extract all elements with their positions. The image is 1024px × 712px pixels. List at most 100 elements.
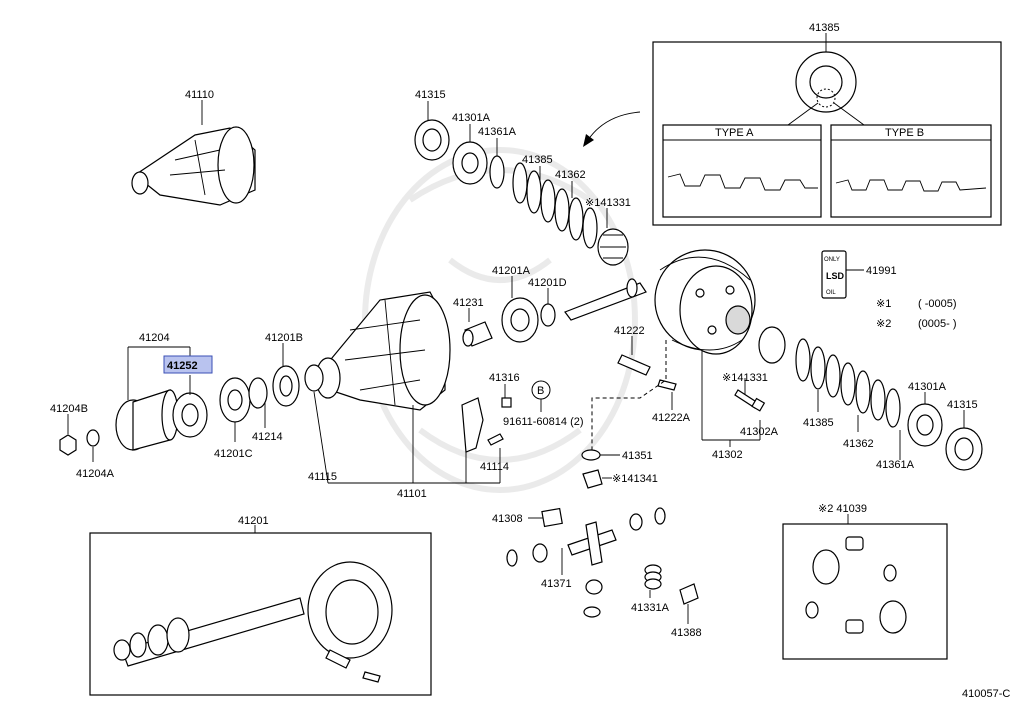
side-gear-141331-top[interactable] [597, 228, 629, 266]
ring-pinion-box-41201: 41201 [89, 515, 432, 696]
callout-41302[interactable]: 41302 [712, 449, 743, 461]
callout-41204B[interactable]: 41204B [50, 403, 88, 415]
circle-marker-label: B [537, 385, 544, 397]
flange-41204[interactable] [115, 389, 179, 451]
callout-141341[interactable]: ※141341 [612, 473, 658, 485]
callout-41331A[interactable]: 41331A [631, 602, 670, 614]
note-2-text: (0005- ) [918, 318, 957, 330]
type-b-label: TYPE B [885, 127, 924, 139]
callout-141331-top[interactable]: ※141331 [585, 197, 631, 209]
type-a-panel [662, 124, 822, 218]
callout-41301A-right[interactable]: 41301A [908, 381, 947, 393]
washer-41361A-top[interactable] [489, 155, 505, 189]
callout-41315-right[interactable]: 41315 [947, 399, 978, 411]
callout-41114[interactable]: 41114 [480, 461, 509, 473]
callout-141331-right[interactable]: ※141331 [722, 372, 768, 384]
callout-41302A[interactable]: 41302A [740, 426, 779, 438]
bearing-41201C[interactable] [219, 377, 251, 423]
callout-41361A-top[interactable]: 41361A [478, 126, 517, 138]
spring-41331A[interactable] [644, 564, 662, 590]
bolt-41302A[interactable] [734, 389, 766, 412]
washer-41351[interactable] [581, 449, 601, 461]
bearing-41201A[interactable] [501, 297, 539, 343]
differential-case-41302[interactable] [654, 249, 756, 355]
callout-41315-top[interactable]: 41315 [415, 89, 446, 101]
bolt-41222A[interactable] [657, 379, 677, 391]
callout-41385-right[interactable]: 41385 [803, 417, 834, 429]
carrier-41101[interactable] [315, 291, 451, 411]
callout-41301A-top[interactable]: 41301A [452, 112, 491, 124]
callout-41110[interactable]: 41110 [185, 89, 214, 101]
callout-41388[interactable]: 41388 [671, 627, 702, 639]
axle-shaft[interactable] [564, 278, 647, 321]
bearing-41315-top[interactable] [414, 119, 450, 161]
ring-gear-set-41201[interactable] [113, 561, 393, 683]
plate-41222[interactable] [617, 354, 651, 376]
lsd-oil-plate-41991[interactable]: ONLY LSD OIL [821, 250, 847, 299]
right-side-gear[interactable] [758, 326, 786, 364]
callout-41991[interactable]: 41991 [866, 265, 897, 277]
callout-41039[interactable]: ※2 41039 [818, 503, 867, 515]
callout-41115[interactable]: 41115 [308, 471, 337, 483]
callout-41351[interactable]: 41351 [622, 450, 653, 462]
drawing-number: 410057-C [962, 688, 1010, 700]
washer-41201D[interactable] [540, 303, 556, 327]
callout-41371[interactable]: 41371 [541, 578, 572, 590]
callout-41361A-right[interactable]: 41361A [876, 459, 915, 471]
callout-41204A[interactable]: 41204A [76, 468, 115, 480]
callout-41201[interactable]: 41201 [238, 515, 269, 527]
type-b-profile [835, 179, 987, 192]
callout-41362-top[interactable]: 41362 [555, 169, 586, 181]
callout-41101[interactable]: 41101 [397, 488, 427, 500]
highlight-41252 [163, 355, 213, 374]
callout-41222[interactable]: 41222 [614, 325, 645, 337]
nut-41204B[interactable] [59, 434, 77, 456]
washer-41204A[interactable] [86, 429, 100, 447]
pinion-gear-141341[interactable] [582, 469, 603, 489]
bearing-41301A-top[interactable] [452, 141, 488, 185]
bearing-41301A-right[interactable] [907, 403, 943, 447]
plate-41388[interactable] [679, 583, 699, 605]
block-41308[interactable] [541, 507, 563, 528]
callout-41252[interactable]: 41252 [167, 360, 198, 372]
spacer-41231[interactable] [462, 321, 493, 347]
clutch-discs-top[interactable] [512, 162, 598, 249]
pinion-shaft-cross[interactable] [567, 521, 617, 566]
callout-41362-right[interactable]: 41362 [843, 438, 874, 450]
inset-arrow [587, 111, 641, 141]
note-1-text: ( -0005) [918, 298, 957, 310]
clutch-discs-right[interactable] [795, 338, 901, 428]
note-2-mark: ※2 [876, 318, 891, 330]
callout-41385-top[interactable]: 41385 [522, 154, 553, 166]
callout-41201D[interactable]: 41201D [528, 277, 567, 289]
lsd-plate-middle: LSD [826, 271, 845, 281]
callout-41316[interactable]: 41316 [489, 372, 520, 384]
inset-disc-hub [809, 65, 843, 99]
housing-41110[interactable] [131, 126, 256, 206]
lsd-plate-top: ONLY [824, 257, 840, 263]
callout-41385-inset[interactable]: 41385 [809, 22, 840, 34]
callout-41308[interactable]: 41308 [492, 513, 523, 525]
spacer-41214[interactable] [248, 377, 268, 409]
bearing-41315-right[interactable] [945, 427, 983, 471]
inset-arrowhead [583, 134, 594, 147]
circle-marker-b: B [531, 380, 551, 400]
callout-41231[interactable]: 41231 [453, 297, 484, 309]
bearing-41201B[interactable] [272, 365, 300, 407]
callout-41201C[interactable]: 41201C [214, 448, 253, 460]
callout-41214[interactable]: 41214 [252, 431, 283, 443]
cover-41252[interactable] [172, 392, 208, 438]
callout-41204[interactable]: 41204 [139, 332, 170, 344]
callout-41201B[interactable]: 41201B [265, 332, 303, 344]
bolt-41114[interactable] [487, 433, 504, 446]
kit-box-41039: ※2 41039 [782, 503, 948, 660]
pinion-gears-scattered[interactable] [506, 507, 666, 618]
callout-41201A[interactable]: 41201A [492, 265, 531, 277]
callout-41222A[interactable]: 41222A [652, 412, 691, 424]
callout-91611[interactable]: 91611-60814 (2) [503, 416, 584, 428]
lsd-plate-bottom: OIL [826, 290, 836, 296]
type-b-panel [830, 124, 992, 218]
oil-seal-41115[interactable] [304, 364, 324, 392]
bracket-41316[interactable] [461, 397, 512, 453]
